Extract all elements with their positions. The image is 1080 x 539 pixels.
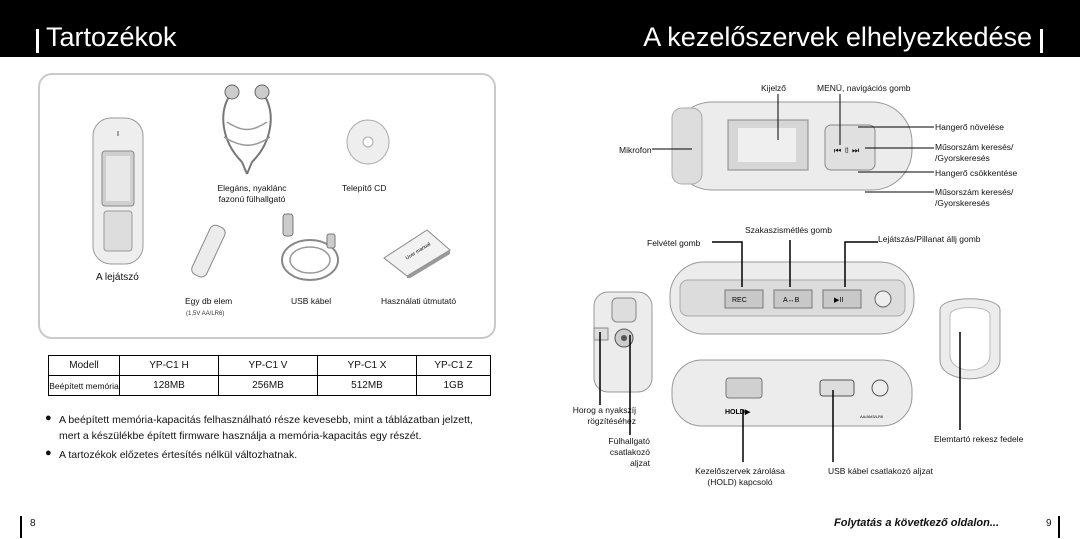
note-item: ● A beépített memória-kapacitás felhaszn… — [45, 412, 485, 444]
usb-jack-label: USB kábel csatlakozó aljzat — [828, 466, 933, 476]
page-number-right: 9 — [1046, 518, 1052, 529]
manual-label: Használati útmutató — [381, 296, 457, 306]
device-front-image: ⏮ ▯ ⏭ — [671, 101, 913, 191]
play-pause-label: Lejátszás/Pillanat állj gomb — [878, 234, 981, 244]
header-bar — [0, 0, 1080, 57]
earphone-jack-label: Fülhallgató csatlakozó aljzat — [608, 436, 650, 468]
accessories-panel — [38, 73, 496, 339]
hold-label: Kezelőszervek zárolása (HOLD) kapcsoló — [695, 466, 785, 487]
note-text: A beépített memória-kapacitás felhasznál… — [59, 414, 473, 442]
notes-list: ● A beépített memória-kapacitás felhaszn… — [45, 412, 485, 463]
usb-cable-label: USB kábel — [291, 296, 332, 306]
hold-mark: HOLD▶ — [725, 409, 751, 416]
cd-image — [346, 119, 390, 165]
device-side-image: REC A↔B ▶II — [669, 261, 915, 335]
table-cell: 512MB — [317, 375, 417, 396]
battery-spec: (1,5V AA/LR6) — [186, 311, 225, 317]
continue-text: Folytatás a következő oldalon... — [834, 517, 1000, 529]
battery-image — [191, 224, 226, 278]
section-repeat-label: Szakaszismétlés gomb — [745, 225, 832, 235]
bullet-icon: ● — [45, 412, 52, 424]
memory-table: Modell YP-C1 H YP-C1 V YP-C1 X YP-C1 Z B… — [48, 355, 491, 396]
cd-label: Telepítő CD — [342, 183, 387, 193]
usb-cable-image — [281, 213, 339, 281]
ab-mark: A↔B — [783, 297, 800, 304]
vol-up-label: Hangerő növelése — [935, 122, 1004, 132]
earphones-image — [222, 84, 272, 175]
note-item: ● A tartozékok előzetes értesítés nélkül… — [45, 447, 485, 463]
page-number-left: 8 — [30, 518, 36, 529]
battery-cover-label: Elemtartó rekesz fedele — [934, 434, 1024, 444]
menu-label: MENÜ, navigációs gomb — [817, 83, 911, 93]
table-cell: YP-C1 X — [317, 355, 417, 376]
table-row: Beépített memória 128MB 256MB 512MB 1GB — [48, 375, 491, 396]
table-header-row: Modell YP-C1 H YP-C1 V YP-C1 X YP-C1 Z — [48, 355, 491, 376]
battery-label: Egy db elem — [185, 296, 233, 306]
footer-marker-right — [1058, 516, 1060, 538]
player-image — [92, 117, 144, 265]
title-marker-right — [1040, 29, 1043, 53]
table-cell: YP-C1 Z — [416, 355, 491, 376]
bullet-icon: ● — [45, 447, 52, 459]
callout-lines-mid — [712, 240, 878, 287]
device-bottom-image: HOLD▶ AA/AM3/LR6 — [671, 359, 913, 427]
table-cell: 1GB — [416, 375, 491, 396]
player-label: A lejátszó — [96, 272, 139, 283]
manual-image: User manual — [383, 229, 451, 278]
rec-mark: REC — [732, 297, 747, 304]
battery-cover-image — [939, 298, 1001, 380]
footer-marker-left — [20, 516, 22, 538]
note-text: A tartozékok előzetes értesítés nélkül v… — [59, 449, 298, 461]
table-cell: Modell — [48, 355, 120, 376]
play-mark: ▶II — [834, 297, 843, 304]
table-cell: YP-C1 V — [218, 355, 318, 376]
right-page-title: A kezelőszervek elhelyezkedése — [643, 22, 1032, 52]
table-cell: YP-C1 H — [119, 355, 219, 376]
callout-lines-bottom — [599, 332, 961, 462]
table-cell: Beépített memória — [48, 375, 120, 396]
record-label: Felvétel gomb — [647, 238, 701, 248]
callout-lines-top — [652, 94, 934, 193]
device-end-image — [593, 291, 653, 393]
title-marker-left — [36, 29, 39, 53]
hook-label: Horog a nyakszíj rögzítéséhez — [572, 405, 636, 426]
mic-label: Mikrofon — [619, 145, 652, 155]
table-cell: 256MB — [218, 375, 318, 396]
earphones-label: Elegáns, nyaklánc fazonú fülhallgató — [217, 183, 287, 204]
search-label-2: Műsorszám keresés/ /Gyorskeresés — [935, 187, 1014, 208]
vol-down-label: Hangerő csökkentése — [935, 168, 1018, 178]
nav-arrows-icon: ⏮ ▯ ⏭ — [834, 146, 859, 155]
table-cell: 128MB — [119, 375, 219, 396]
display-label: Kijelző — [761, 83, 787, 93]
left-page-title: Tartozékok — [46, 22, 177, 52]
search-label-1: Műsorszám keresés/ /Gyorskeresés — [935, 142, 1014, 163]
battery-type-mark: AA/AM3/LR6 — [860, 414, 884, 419]
